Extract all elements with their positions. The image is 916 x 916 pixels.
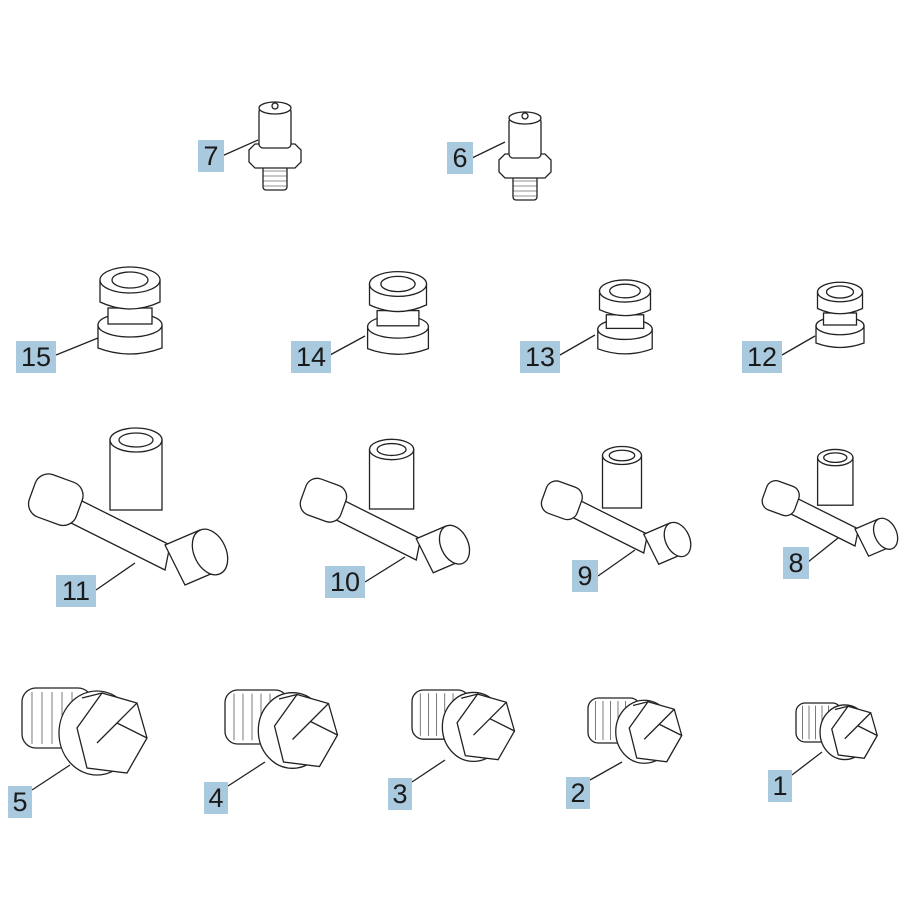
leader-line <box>791 751 823 776</box>
leader-line <box>597 549 636 577</box>
leader-line <box>95 562 136 591</box>
leader-line <box>807 537 839 563</box>
part-11[interactable] <box>25 427 235 586</box>
leader-line <box>227 761 266 787</box>
part-1[interactable] <box>795 702 878 761</box>
callout-13[interactable]: 13 <box>520 341 560 373</box>
part-14[interactable] <box>366 270 430 355</box>
leader-line <box>589 761 623 781</box>
part-8[interactable] <box>760 448 903 558</box>
part-7[interactable] <box>248 101 302 191</box>
leader-line <box>471 141 506 159</box>
part-3[interactable] <box>411 689 516 762</box>
part-15[interactable] <box>97 266 163 355</box>
part-12[interactable] <box>815 281 865 349</box>
callout-2[interactable]: 2 <box>566 777 590 809</box>
callout-5[interactable]: 5 <box>8 786 32 818</box>
callout-8[interactable]: 8 <box>783 547 809 579</box>
callout-15[interactable]: 15 <box>16 341 56 373</box>
part-10[interactable] <box>297 438 476 574</box>
callout-11[interactable]: 11 <box>56 575 96 607</box>
callout-6[interactable]: 6 <box>447 142 473 174</box>
part-2[interactable] <box>587 697 683 764</box>
callout-14[interactable]: 14 <box>291 341 331 373</box>
part-5[interactable] <box>21 687 148 776</box>
leader-line <box>364 556 406 583</box>
part-6[interactable] <box>498 111 552 201</box>
part-9[interactable] <box>538 445 696 566</box>
part-13[interactable] <box>597 279 653 355</box>
leader-line <box>221 139 259 157</box>
callout-1[interactable]: 1 <box>768 770 792 802</box>
callout-10[interactable]: 10 <box>325 566 365 598</box>
leader-line <box>329 335 366 356</box>
callout-12[interactable]: 12 <box>742 341 782 373</box>
leader-line <box>559 334 596 356</box>
leader-line <box>31 764 71 791</box>
callout-3[interactable]: 3 <box>388 778 412 810</box>
callout-7[interactable]: 7 <box>198 140 224 172</box>
leader-line <box>411 759 446 783</box>
leader-line <box>55 337 99 356</box>
leader-line <box>781 335 816 356</box>
callout-9[interactable]: 9 <box>572 560 598 592</box>
callout-4[interactable]: 4 <box>204 782 228 814</box>
part-4[interactable] <box>224 689 339 769</box>
